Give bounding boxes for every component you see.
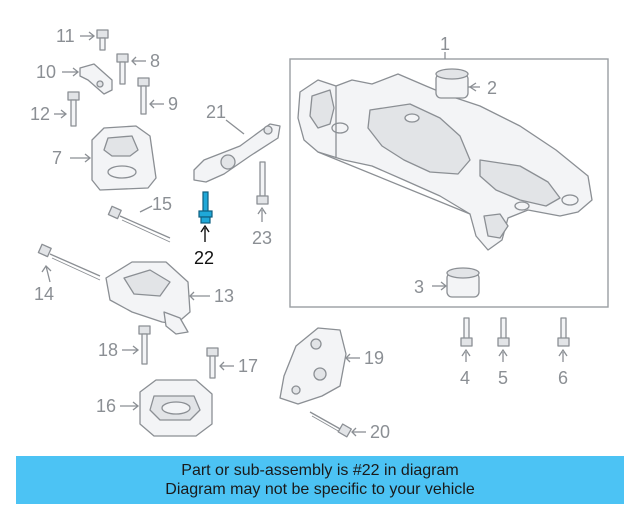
callout-18: 18	[98, 340, 118, 360]
bolt-6	[557, 317, 570, 362]
callout-1: 1	[440, 34, 450, 54]
callout-3: 3	[414, 277, 424, 297]
bolt-11	[80, 29, 109, 51]
callout-12: 12	[30, 104, 50, 124]
callout-7: 7	[52, 148, 62, 168]
callout-5: 5	[498, 368, 508, 388]
subframe-assembly	[289, 52, 609, 308]
callout-23: 23	[252, 228, 272, 248]
callout-14: 14	[34, 284, 54, 304]
callout-22-highlighted: 22	[194, 248, 214, 268]
bolt-5	[497, 317, 510, 362]
callout-9: 9	[168, 94, 178, 114]
info-banner-line-1: Part or sub-assembly is #22 in diagram	[181, 462, 459, 479]
callout-10: 10	[36, 62, 56, 82]
engine-mount-7	[70, 125, 157, 191]
bracket-10	[62, 63, 113, 95]
info-banner-line-2: Diagram may not be specific to your vehi…	[165, 481, 475, 498]
engine-mount-13	[105, 261, 210, 335]
bolt-9	[137, 77, 164, 115]
bolt-14	[37, 243, 101, 283]
bushing-upper	[435, 68, 480, 99]
bolt-20	[309, 411, 366, 438]
callout-20: 20	[370, 422, 390, 442]
subframe-group-box	[289, 58, 609, 308]
callout-2: 2	[487, 78, 497, 98]
bolt-22-highlighted	[198, 191, 213, 242]
bolt-15	[107, 205, 171, 243]
callout-8: 8	[150, 51, 160, 71]
bolt-18	[122, 325, 151, 365]
callout-21: 21	[206, 102, 226, 122]
callout-6: 6	[558, 368, 568, 388]
callout-11: 11	[56, 26, 75, 46]
bushing-lower	[432, 267, 480, 298]
bolt-23	[256, 161, 269, 222]
callout-19: 19	[364, 348, 384, 368]
bolt-4	[460, 317, 473, 362]
engine-mount-16	[120, 379, 213, 437]
info-banner: Part or sub-assembly is #22 in diagram D…	[16, 456, 624, 504]
callout-4: 4	[460, 368, 470, 388]
bracket-19	[279, 327, 360, 405]
bolt-12	[54, 91, 80, 127]
bolt-17	[206, 347, 234, 379]
callout-17: 17	[238, 356, 258, 376]
callout-15: 15	[152, 194, 172, 214]
callout-16: 16	[96, 396, 116, 416]
torque-link-21	[193, 119, 281, 183]
callout-13: 13	[214, 286, 234, 306]
bolt-8	[116, 53, 146, 85]
